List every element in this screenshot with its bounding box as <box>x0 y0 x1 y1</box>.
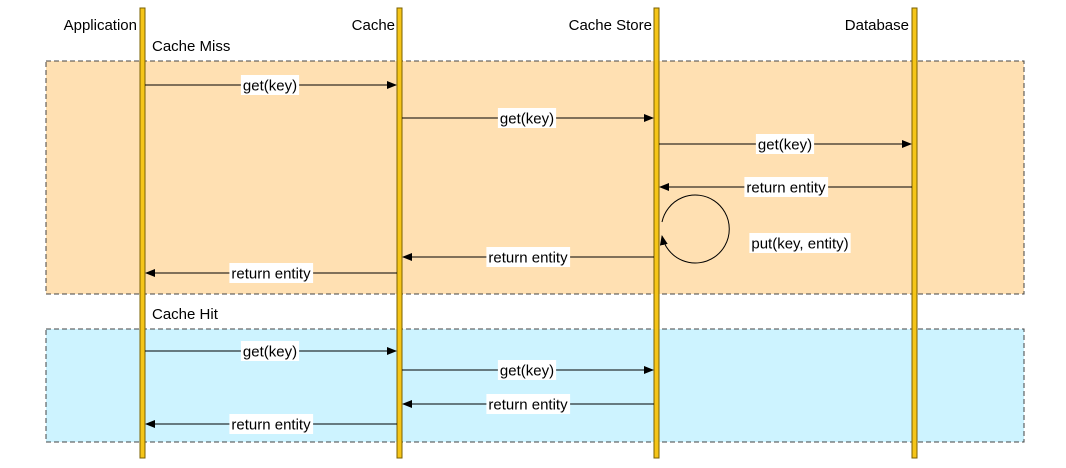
lifeline-label-application: Application <box>64 17 137 34</box>
message-return-entity: return entity <box>402 247 654 267</box>
lifeline-database: Database <box>845 7 918 459</box>
message-self-put: put(key, entity) <box>659 194 851 264</box>
message-label: return entity <box>231 266 311 283</box>
lifeline-application: Application <box>64 7 146 459</box>
message-return-entity: return entity <box>659 177 912 197</box>
message-label: get(key) <box>500 363 554 380</box>
lifeline-cache: Cache <box>352 7 403 459</box>
message-return-entity: return entity <box>145 414 397 434</box>
message-return-entity: return entity <box>402 394 654 414</box>
message-get-key: get(key) <box>659 134 912 154</box>
message-label: get(key) <box>243 344 297 361</box>
lifeline-label-database: Database <box>845 17 909 34</box>
message-label: return entity <box>746 180 826 197</box>
message-label: get(key) <box>758 137 812 154</box>
message-return-entity: return entity <box>145 263 397 283</box>
section-label-cache-miss: Cache Miss <box>152 38 230 55</box>
message-get-key: get(key) <box>402 108 654 128</box>
lifeline-label-cache: Cache <box>352 17 395 34</box>
section-cache-hit: Cache Hit <box>45 306 1025 443</box>
message-get-key: get(key) <box>145 341 397 361</box>
lifeline-label-cache-store: Cache Store <box>569 17 652 34</box>
message-get-key: get(key) <box>145 75 397 95</box>
lifeline-cache-store: Cache Store <box>569 7 660 459</box>
message-label: return entity <box>488 250 568 267</box>
message-label: return entity <box>231 417 311 434</box>
section-label-cache-hit: Cache Hit <box>152 306 219 323</box>
message-label: put(key, entity) <box>751 236 848 253</box>
message-label: return entity <box>488 397 568 414</box>
message-label: get(key) <box>500 111 554 128</box>
message-get-key: get(key) <box>402 360 654 380</box>
message-label: get(key) <box>243 78 297 95</box>
